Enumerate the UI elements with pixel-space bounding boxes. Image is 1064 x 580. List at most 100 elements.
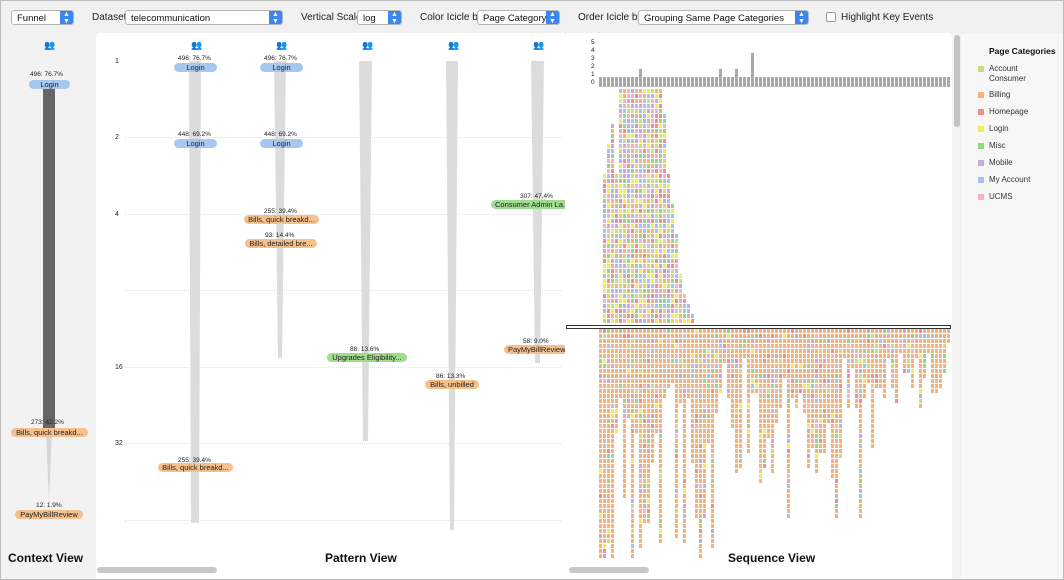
sequence-cell — [643, 94, 646, 98]
legend-item[interactable]: Billing — [978, 90, 1057, 100]
sequence-cell — [655, 149, 658, 153]
sequence-cell — [663, 289, 666, 293]
sequence-cell — [703, 394, 706, 398]
sequence-cell — [699, 464, 702, 468]
sequence-cell — [711, 404, 714, 408]
legend-item[interactable]: UCMS — [978, 192, 1057, 202]
node-login[interactable]: Login — [260, 63, 303, 72]
sequence-cell — [707, 399, 710, 403]
sequence-vertical-scrollbar[interactable] — [952, 33, 962, 579]
sequence-cell — [675, 394, 678, 398]
sequence-cell — [907, 339, 910, 343]
histogram-bar — [879, 77, 882, 87]
sequence-cell — [643, 129, 646, 133]
sequence-cell — [611, 274, 614, 278]
dataset-select[interactable]: telecommunication ▲▼ — [125, 10, 283, 25]
sequence-cell — [883, 369, 886, 373]
sequence-cell — [775, 344, 778, 348]
histogram-tick: 2 — [591, 63, 595, 70]
sequence-cell — [647, 174, 650, 178]
sequence-cell — [671, 254, 674, 258]
sequence-cell — [863, 369, 866, 373]
vertical-scale-value: log — [363, 13, 376, 24]
sequence-cell — [655, 354, 658, 358]
scroll-thumb[interactable] — [954, 35, 960, 127]
legend-item[interactable]: Login — [978, 124, 1057, 134]
sequence-cell — [655, 109, 658, 113]
sequence-cell — [807, 339, 810, 343]
sequence-cell — [635, 334, 638, 338]
node-login[interactable]: Login — [29, 80, 70, 89]
sequence-cell — [639, 454, 642, 458]
sequence-cell — [711, 409, 714, 413]
sequence-cell — [627, 149, 630, 153]
view-mode-select[interactable]: Funnel ▲▼ — [11, 10, 74, 25]
sequence-cell — [631, 539, 634, 543]
sequence-cell — [863, 379, 866, 383]
node-bills-unbilled[interactable]: Bills, unbilled — [425, 380, 479, 389]
node-bills-detailed-breakdown[interactable]: Bills, detailed bre... — [245, 239, 317, 248]
legend-swatch — [978, 194, 984, 200]
sequence-cell — [675, 254, 678, 258]
node-bills-quick-breakdown[interactable]: Bills, quick breakd... — [244, 215, 319, 224]
legend-item[interactable]: Account Consumer — [978, 64, 1057, 84]
sequence-cell — [607, 359, 610, 363]
legend-item[interactable]: My Account — [978, 175, 1057, 185]
pattern-horizontal-scrollbar[interactable] — [97, 567, 217, 573]
node-login[interactable]: Login — [260, 139, 303, 148]
sequence-cell — [863, 359, 866, 363]
sequence-cell — [667, 294, 670, 298]
sequence-cell — [759, 369, 762, 373]
sequence-cell — [627, 99, 630, 103]
sequence-cell — [615, 389, 618, 393]
sequence-cell — [647, 339, 650, 343]
alignment-row-marker[interactable] — [566, 325, 951, 329]
chevron-updown-icon: ▲▼ — [60, 11, 73, 24]
sequence-cell — [711, 364, 714, 368]
sequence-cell — [623, 449, 626, 453]
sequence-cell — [615, 419, 618, 423]
legend-item[interactable]: Mobile — [978, 158, 1057, 168]
node-upgrades-eligibility[interactable]: Upgrades Eligibility... — [327, 353, 407, 362]
sequence-cell — [703, 409, 706, 413]
color-icicle-select[interactable]: Page Category ▲▼ — [477, 10, 560, 25]
legend-item[interactable]: Misc — [978, 141, 1057, 151]
node-bills-quick-breakdown[interactable]: Bills, quick breakd... — [158, 463, 233, 472]
node-bills-quick-breakdown[interactable]: Bills, quick breakd... — [11, 428, 88, 437]
sequence-cell — [603, 554, 606, 558]
vertical-scale-select[interactable]: log ▲▼ — [357, 10, 402, 25]
highlight-key-events-checkbox[interactable] — [826, 12, 836, 22]
sequence-cell — [699, 364, 702, 368]
sequence-cell — [607, 519, 610, 523]
sequence-cell — [675, 524, 678, 528]
sequence-cell — [867, 359, 870, 363]
sequence-cell — [623, 379, 626, 383]
sequence-cell — [631, 319, 634, 323]
sequence-cell — [599, 364, 602, 368]
sequence-cell — [767, 399, 770, 403]
node-paymybillreview[interactable]: PayMyBillReview — [504, 345, 565, 354]
histogram-bar — [867, 77, 870, 87]
node-paymybillreview[interactable]: PayMyBillReview — [15, 510, 83, 519]
sequence-cell — [703, 404, 706, 408]
sequence-cell — [635, 119, 638, 123]
sequence-cell — [715, 394, 718, 398]
sequence-cell — [759, 364, 762, 368]
sequence-cell — [711, 339, 714, 343]
sequence-cell — [695, 459, 698, 463]
sequence-cell — [815, 434, 818, 438]
node-login[interactable]: Login — [174, 63, 217, 72]
node-login[interactable]: Login — [174, 139, 217, 148]
sequence-horizontal-scrollbar[interactable] — [569, 567, 649, 573]
sequence-cell — [799, 344, 802, 348]
order-icicle-select[interactable]: Grouping Same Page Categories ▲▼ — [638, 10, 809, 25]
sequence-cell — [631, 249, 634, 253]
sequence-cell — [647, 234, 650, 238]
sequence-cell — [747, 379, 750, 383]
sequence-cell — [603, 339, 606, 343]
sequence-cell — [659, 249, 662, 253]
sequence-cell — [663, 344, 666, 348]
sequence-cell — [715, 349, 718, 353]
legend-item[interactable]: Homepage — [978, 107, 1057, 117]
node-consumer-admin-landing[interactable]: Consumer Admin La... — [491, 200, 565, 209]
